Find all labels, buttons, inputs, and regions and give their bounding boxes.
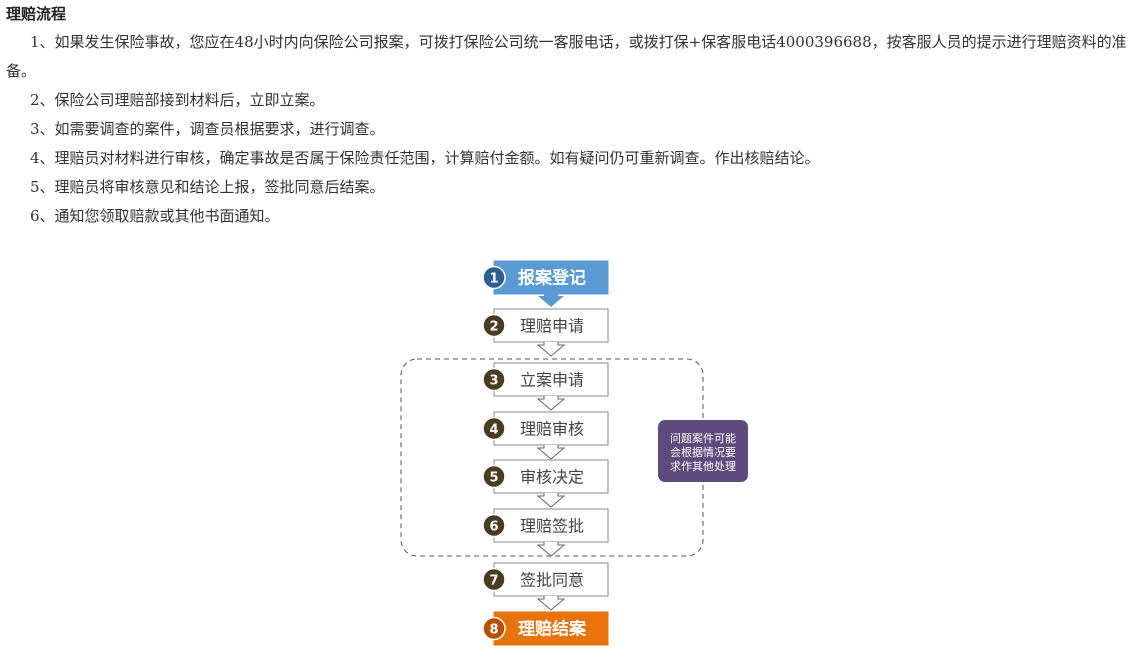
step-number: 2 (489, 320, 498, 335)
paragraph-4: 4、理赔员对材料进行审核，确定事故是否属于保险责任范围，计算赔付金额。如有疑问仍… (30, 149, 820, 167)
flow-arrow (536, 542, 566, 557)
step-number-circle (482, 313, 506, 338)
note-line-3: 求作其他处理 (670, 460, 736, 473)
step-box (493, 308, 609, 343)
step-number: 6 (489, 520, 498, 535)
step-number: 5 (489, 471, 498, 486)
step-label: 理赔审核 (520, 420, 584, 439)
paragraph-3: 3、如需要调查的案件，调查员根据要求，进行调查。 (30, 120, 385, 138)
step-box (493, 260, 609, 295)
step-box (493, 508, 609, 543)
flow-step-3: 3 立案申请 (482, 362, 609, 411)
step-number-circle (482, 367, 506, 392)
page-title: 理赔流程 (6, 5, 67, 23)
flow-arrow (536, 596, 566, 611)
flow-arrow (536, 342, 566, 357)
step-box (493, 459, 609, 494)
step-number: 8 (489, 623, 498, 638)
note-box-bg (658, 420, 748, 482)
step-label: 理赔结案 (518, 619, 587, 640)
step-number: 7 (489, 574, 498, 589)
process-paragraphs: 1、如果发生保险事故，您应在48小时内向保险公司报案，可拨打保险公司统一客服电话… (6, 28, 1130, 231)
step-number-circle (482, 513, 506, 538)
note-line-1: 问题案件可能 (670, 431, 736, 445)
step-label: 签批同意 (520, 571, 584, 590)
flow-step-8: 8 理赔结案 (482, 611, 609, 646)
flow-arrow (536, 445, 566, 460)
paragraph-6: 6、通知您领取赔款或其他书面通知。 (30, 207, 280, 225)
step-box (493, 562, 609, 597)
flow-step-1: 1 报案登记 (482, 260, 609, 307)
review-group-border (400, 358, 704, 557)
flow-step-2: 2 理赔申请 (482, 308, 609, 357)
step-number: 3 (489, 374, 498, 389)
flow-step-7: 7 签批同意 (482, 562, 609, 611)
flow-step-6: 6 理赔签批 (482, 508, 609, 557)
step-label: 审核决定 (520, 468, 584, 487)
flow-step-4: 4 理赔审核 (482, 411, 609, 460)
flow-step-5: 5 审核决定 (482, 459, 609, 508)
step-number-circle (482, 464, 506, 489)
paragraph-5: 5、理赔员将审核意见和结论上报，签批同意后结案。 (30, 178, 385, 196)
step-number-circle (482, 416, 506, 441)
note-line-2: 会根据情况要 (670, 445, 736, 459)
flow-arrow (536, 396, 566, 411)
step-number-circle (482, 567, 506, 592)
step-number-circle (482, 616, 506, 641)
step-label: 报案登记 (518, 268, 586, 289)
step-number: 1 (489, 272, 498, 287)
step-number-circle (482, 265, 506, 290)
step-label: 立案申请 (520, 371, 584, 390)
step-label: 理赔签批 (520, 517, 584, 536)
step-number: 4 (489, 423, 498, 438)
step-box (493, 362, 609, 397)
paragraph-2: 2、保险公司理赔部接到材料后，立即立案。 (30, 91, 325, 109)
flow-arrow (536, 493, 566, 508)
step-label: 理赔申请 (520, 317, 584, 336)
paragraph-1: 1、如果发生保险事故，您应在48小时内向保险公司报案，可拨打保险公司统一客服电话… (6, 33, 1127, 80)
flow-arrow (538, 294, 564, 307)
note-box: 问题案件可能 会根据情况要 求作其他处理 (658, 420, 748, 482)
